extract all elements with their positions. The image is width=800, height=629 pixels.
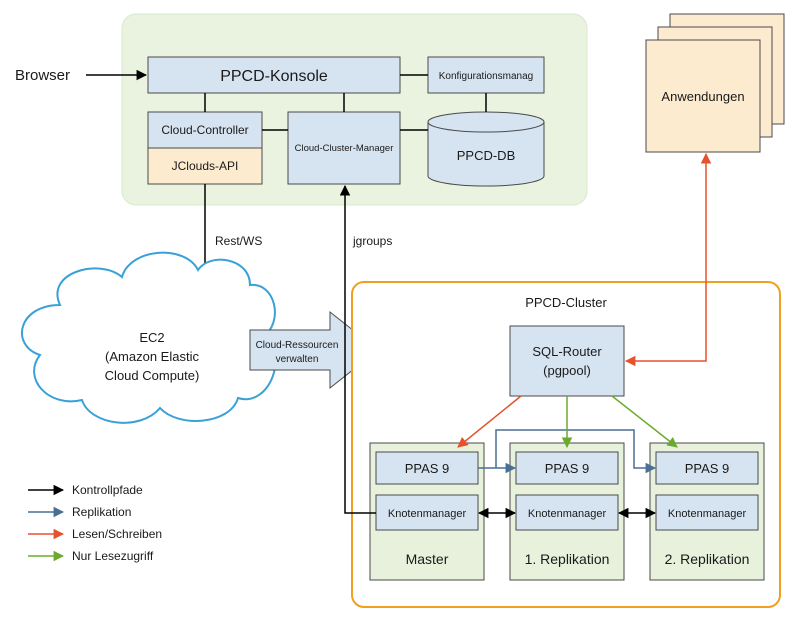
- sql-router-label-line1: SQL-Router: [532, 344, 602, 359]
- anwendungen-label: Anwendungen: [661, 89, 744, 104]
- ec2-label-line1: EC2: [139, 330, 164, 345]
- konfig-label: Konfigurationsmanag: [439, 71, 534, 82]
- node-replikation-1-caption: 1. Replikation: [525, 551, 610, 567]
- cloud-controller-box: [147, 111, 263, 149]
- node-replikation-2-ppas-box: [655, 451, 759, 485]
- node-master-knoten-box: [375, 494, 479, 531]
- legend-label-replikation: Replikation: [72, 505, 131, 519]
- sql-router-label-line2: (pgpool): [543, 363, 591, 378]
- node-master-caption: Master: [406, 551, 449, 567]
- cluster-manager-label: Cloud-Cluster-Manager: [295, 143, 394, 154]
- node-replikation-1-ppas-box: [515, 451, 619, 485]
- node-master-ppas-label: PPAS 9: [405, 461, 450, 476]
- readwrite-router-anwendungen: [624, 152, 712, 367]
- node-replikation-1-ppas-label: PPAS 9: [545, 461, 590, 476]
- node-replikation-2-ppas-label: PPAS 9: [685, 461, 730, 476]
- legend: Kontrollpfade Replikation Lesen/Schreibe…: [28, 483, 162, 563]
- node-replikation-2-caption: 2. Replikation: [665, 551, 750, 567]
- cloud-ressourcen-label-line1: Cloud-Ressourcen: [256, 340, 339, 351]
- ec2-label-line2: (Amazon Elastic: [105, 349, 199, 364]
- node-replikation-1-knoten-label: Knotenmanager: [528, 508, 607, 520]
- cloud-ressourcen-label-line2: verwalten: [276, 354, 319, 365]
- anwendungen-box: [645, 39, 761, 153]
- node-master-ppas-box: [375, 451, 479, 485]
- ec2-cloud: [21, 251, 277, 424]
- konsole-box: [147, 56, 401, 94]
- browser-label: Browser: [15, 67, 70, 84]
- legend-label-nur-lesezugriff: Nur Lesezugriff: [72, 549, 154, 563]
- legend-label-lesen-schreiben: Lesen/Schreiben: [72, 527, 162, 541]
- node-master-knoten-label: Knotenmanager: [388, 508, 467, 520]
- node-replikation-2-knoten-label: Knotenmanager: [668, 508, 747, 520]
- rest-ws-label: Rest/WS: [215, 234, 262, 248]
- legend-label-kontrollpfade: Kontrollpfade: [72, 483, 143, 497]
- jgroups-label: jgroups: [352, 234, 392, 248]
- node-replikation-1-knoten-box: [515, 494, 619, 531]
- node-replikation-2-knoten-box: [655, 494, 759, 531]
- konsole-label: PPCD-Konsole: [220, 68, 328, 85]
- ec2-label-line3: Cloud Compute): [105, 368, 200, 383]
- cluster-manager-box: [287, 111, 401, 185]
- readonly-router-rep2: [611, 395, 678, 448]
- cloud-controller-label: Cloud-Controller: [161, 123, 248, 137]
- cluster-title: PPCD-Cluster: [525, 295, 607, 310]
- readwrite-router-master: [457, 395, 522, 448]
- replication-master-rep2: [495, 429, 657, 474]
- sql-router-box: [509, 325, 625, 397]
- jgroups-arrow: [339, 184, 376, 514]
- db-label: PPCD-DB: [457, 148, 516, 163]
- db-cylinder: [427, 111, 545, 187]
- jclouds-label: JClouds-API: [172, 159, 239, 173]
- konfig-box: [427, 56, 545, 94]
